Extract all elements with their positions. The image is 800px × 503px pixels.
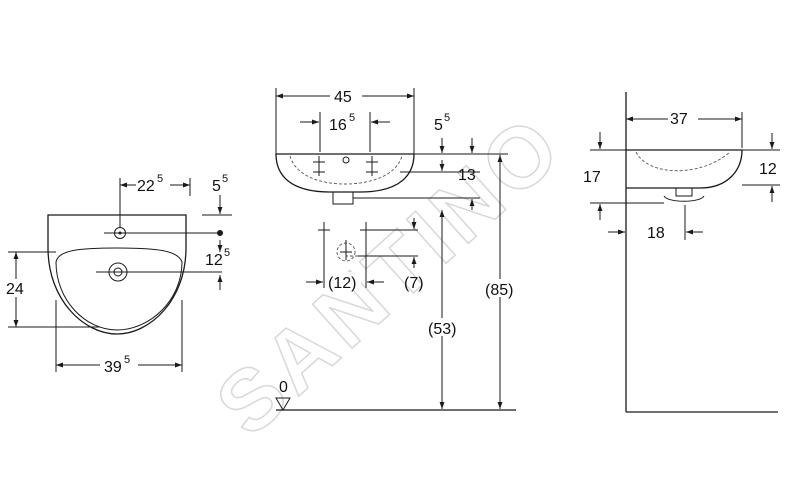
dim-16-5-superscript: 5 [349,112,355,124]
front-view: 22 5 5 5 12 5 24 39 5 [5,173,232,376]
dim-24-label: 24 [6,281,24,298]
section-drain-stub [675,187,693,197]
dim-39-5-label: 39 [104,359,122,376]
dim-37-label: 37 [670,111,688,128]
dim-39-5-superscript: 5 [124,354,130,366]
dim-22-5-label: 22 [137,178,155,195]
section-basin-outline [626,149,743,189]
front-bowl-outline [55,247,183,331]
watermark: SANTINO [198,96,581,454]
side-dim-5-5-superscript: 5 [444,112,450,124]
dim-12-5-superscript: 5 [224,247,230,259]
section-view: 37 17 12 18 [583,92,780,413]
front-basin-outline [47,214,187,335]
drain-stub [332,191,354,205]
side-dim-5-5-label: 5 [434,117,443,134]
floor-level-label: 0 [279,379,288,396]
dim-12-5-label: 12 [205,252,223,269]
front-dim-5-5-superscript: 5 [222,173,228,185]
front-dim-5-5-label: 5 [212,178,221,195]
dim-17-label: 17 [583,169,601,186]
dim-22-5-superscript: 5 [157,173,163,185]
dim-45-label: 45 [334,89,352,106]
section-dim-12-label: 12 [759,161,777,178]
dim-7-paren-label: (7) [404,275,424,292]
floor-level-marker-icon [275,397,291,411]
dim-85-paren-label: (85) [485,282,513,299]
dim-16-5-label: 16 [329,117,347,134]
dim-18-label: 18 [647,225,665,242]
side-view: 45 16 5 5 5 13 (12) [275,86,518,411]
side-basin-outline [275,153,415,193]
dim-53-paren-label: (53) [428,321,456,338]
dim-12-paren-label: (12) [328,275,356,292]
dim-13-label: 13 [458,167,476,184]
